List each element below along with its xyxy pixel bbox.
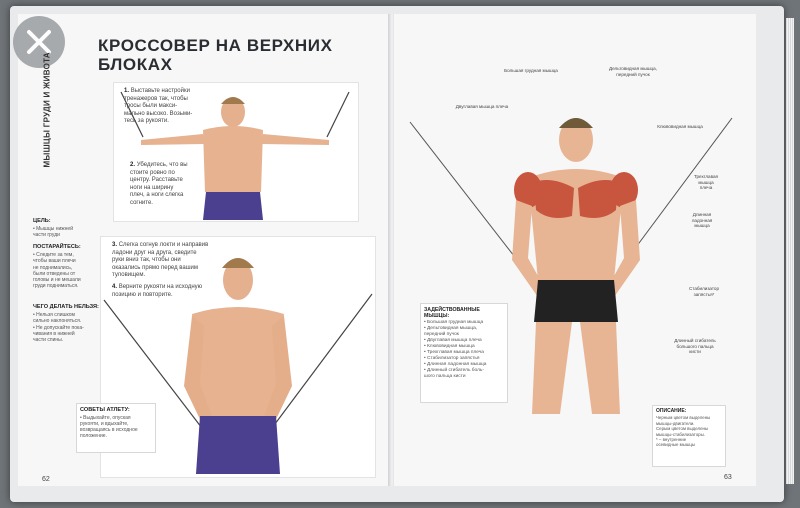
label-biceps: Двуглавая мышца плеча xyxy=(455,104,509,109)
label-deltoid-front: Дельтовидная мышца, передний пучок xyxy=(609,66,657,77)
side-label-text: МЫШЦЫ ГРУДИ И ЖИВОТА xyxy=(42,52,52,168)
label-triceps: Трехглавая мышца плеча xyxy=(693,174,719,190)
close-icon xyxy=(27,30,51,54)
try-section: ПОСТАРАЙТЕСЬ: • Следите за тем, чтобы ва… xyxy=(33,244,99,289)
athlete-start-illustration xyxy=(120,91,350,220)
close-button[interactable] xyxy=(13,16,65,68)
label-wrist-stabilizer: Стабилизатор запястья* xyxy=(688,286,720,297)
goal-section: ЦЕЛЬ: • Мышцы нижней части груди xyxy=(33,218,99,239)
athlete-tips-box: СОВЕТЫ АТЛЕТУ: • Выдыхайте, опуская руко… xyxy=(76,403,156,453)
step-2: 2. Убедитесь, что вы стоите ровно по цен… xyxy=(130,162,188,206)
tips-heading: СОВЕТЫ АТЛЕТУ: xyxy=(80,407,130,413)
goal-heading: ЦЕЛЬ: xyxy=(33,218,51,224)
dont-section: ЧЕГО ДЕЛАТЬ НЕЛЬЗЯ: • Нельзя слишком сил… xyxy=(33,304,99,344)
dont-heading: ЧЕГО ДЕЛАТЬ НЕЛЬЗЯ: xyxy=(33,304,99,310)
step-4: 4. Верните рукояти на исходную позицию и… xyxy=(112,284,203,298)
page-edges xyxy=(786,18,794,484)
legend-box: ОПИСАНИЕ: Черным цветом выделены мышцы-д… xyxy=(652,405,726,467)
book-spine xyxy=(388,14,396,486)
step-3: 3. Слегка согнув локти и направив ладони… xyxy=(112,242,209,278)
step-1: 1. Выставьте настройки тренажеров так, ч… xyxy=(124,88,193,124)
label-pec-major: Большая грудная мышца xyxy=(504,68,558,73)
label-coracobrachialis: Клювовидная мышца xyxy=(657,124,703,129)
section-side-label: МЫШЦЫ ГРУДИ И ЖИВОТА xyxy=(40,52,54,170)
label-palmaris-longus: Длинная ладонная мышца xyxy=(691,212,713,228)
athlete-finish-illustration xyxy=(103,258,373,474)
engaged-muscles-box: ЗАДЕЙСТВОВАННЫЕ МЫШЦЫ: • Большая грудная… xyxy=(420,303,508,403)
page-number-right: 63 xyxy=(724,474,732,481)
muscles-heading: ЗАДЕЙСТВОВАННЫЕ МЫШЦЫ: xyxy=(424,307,480,319)
label-flexor-pollicis: Длинный сгибатель большого пальца кисти xyxy=(674,338,716,354)
legend-heading: ОПИСАНИЕ: xyxy=(656,408,687,414)
try-heading: ПОСТАРАЙТЕСЬ: xyxy=(33,244,81,250)
page-title: КРОССОВЕР НА ВЕРХНИХ БЛОКАХ xyxy=(98,36,368,74)
title-line-1: КРОССОВЕР НА ВЕРХНИХ xyxy=(98,36,333,55)
page-number-left: 62 xyxy=(42,476,50,483)
anatomy-illustration xyxy=(409,117,733,414)
title-line-2: БЛОКАХ xyxy=(98,55,173,74)
